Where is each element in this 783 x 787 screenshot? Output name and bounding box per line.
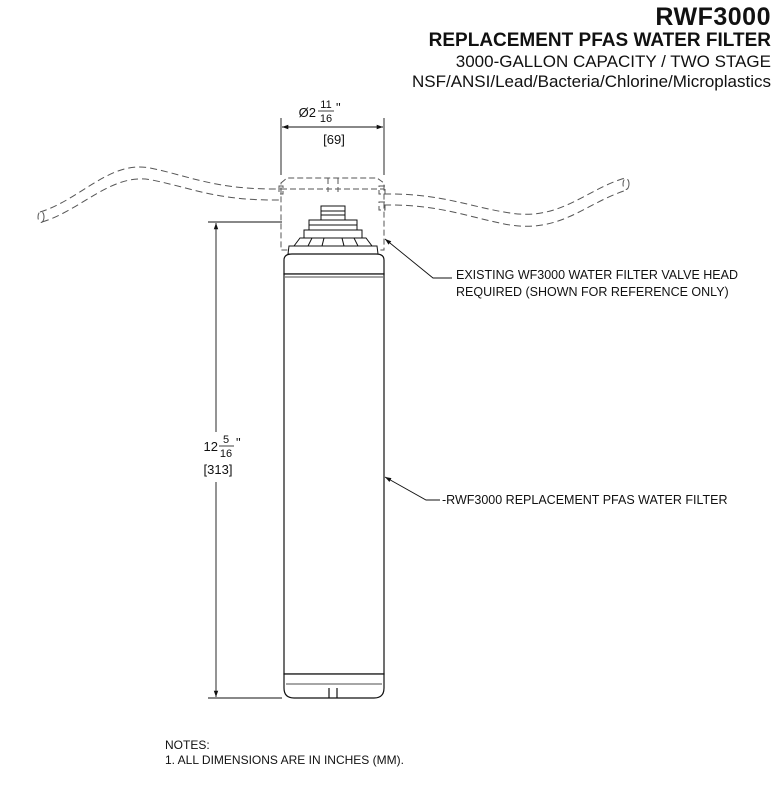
diameter-dimension xyxy=(280,118,385,175)
valve-head-leader xyxy=(384,238,452,279)
left-tube-lower xyxy=(41,178,283,223)
left-tube-end xyxy=(37,211,45,223)
right-tube-lower xyxy=(383,189,628,227)
model-number: RWF3000 xyxy=(655,3,771,31)
cartridge-bottom xyxy=(283,673,385,699)
filter-leader xyxy=(384,476,440,501)
certifications-text: NSF/ANSI/Lead/Bacteria/Chlorine/Micropla… xyxy=(411,72,771,92)
diameter-prefix: Ø2 xyxy=(299,105,316,120)
diameter-fraction-num: 11 xyxy=(320,99,331,111)
cartridge-housing xyxy=(283,273,385,675)
cartridge-fitting xyxy=(287,205,379,255)
height-metric: [313] xyxy=(204,462,233,477)
left-tube-upper xyxy=(39,166,283,213)
notes-heading: NOTES: xyxy=(165,738,210,752)
height-dimension xyxy=(208,221,282,699)
right-tube-end xyxy=(622,178,630,190)
valve-head-callout-line2: REQUIRED (SHOWN FOR REFERENCE ONLY) xyxy=(456,285,729,299)
product-name: REPLACEMENT PFAS WATER FILTER xyxy=(428,30,771,52)
valve-head-callout-line1: EXISTING WF3000 WATER FILTER VALVE HEAD xyxy=(456,268,738,282)
note-item-1: 1. ALL DIMENSIONS ARE IN INCHES (MM). xyxy=(165,753,404,767)
fitting-neck xyxy=(320,205,346,221)
fitting-ring xyxy=(303,229,363,239)
diameter-unit: " xyxy=(336,100,341,115)
fitting-base xyxy=(287,245,379,255)
cartridge-shoulder xyxy=(283,253,385,275)
notes-block: NOTES: 1. ALL DIMENSIONS ARE IN INCHES (… xyxy=(165,738,404,768)
valve-head xyxy=(278,177,386,251)
height-fraction-den: 16 xyxy=(220,448,232,460)
capacity-text: 3000-GALLON CAPACITY / TWO STAGE xyxy=(455,52,771,72)
fitting-lugs xyxy=(293,237,373,247)
height-fraction-num: 5 xyxy=(223,434,229,446)
supply-tubes xyxy=(37,166,630,227)
diameter-fraction-den: 16 xyxy=(320,113,332,125)
title-block: RWF3000 REPLACEMENT PFAS WATER FILTER 30… xyxy=(412,4,771,91)
filter-callout: -RWF3000 REPLACEMENT PFAS WATER FILTER xyxy=(442,493,727,507)
height-prefix: 12 xyxy=(204,439,218,454)
callout-leaders xyxy=(384,238,452,501)
diameter-metric: [69] xyxy=(323,132,345,147)
height-unit: " xyxy=(236,435,241,450)
right-tube-upper xyxy=(383,177,626,215)
cartridge-body xyxy=(283,253,385,699)
